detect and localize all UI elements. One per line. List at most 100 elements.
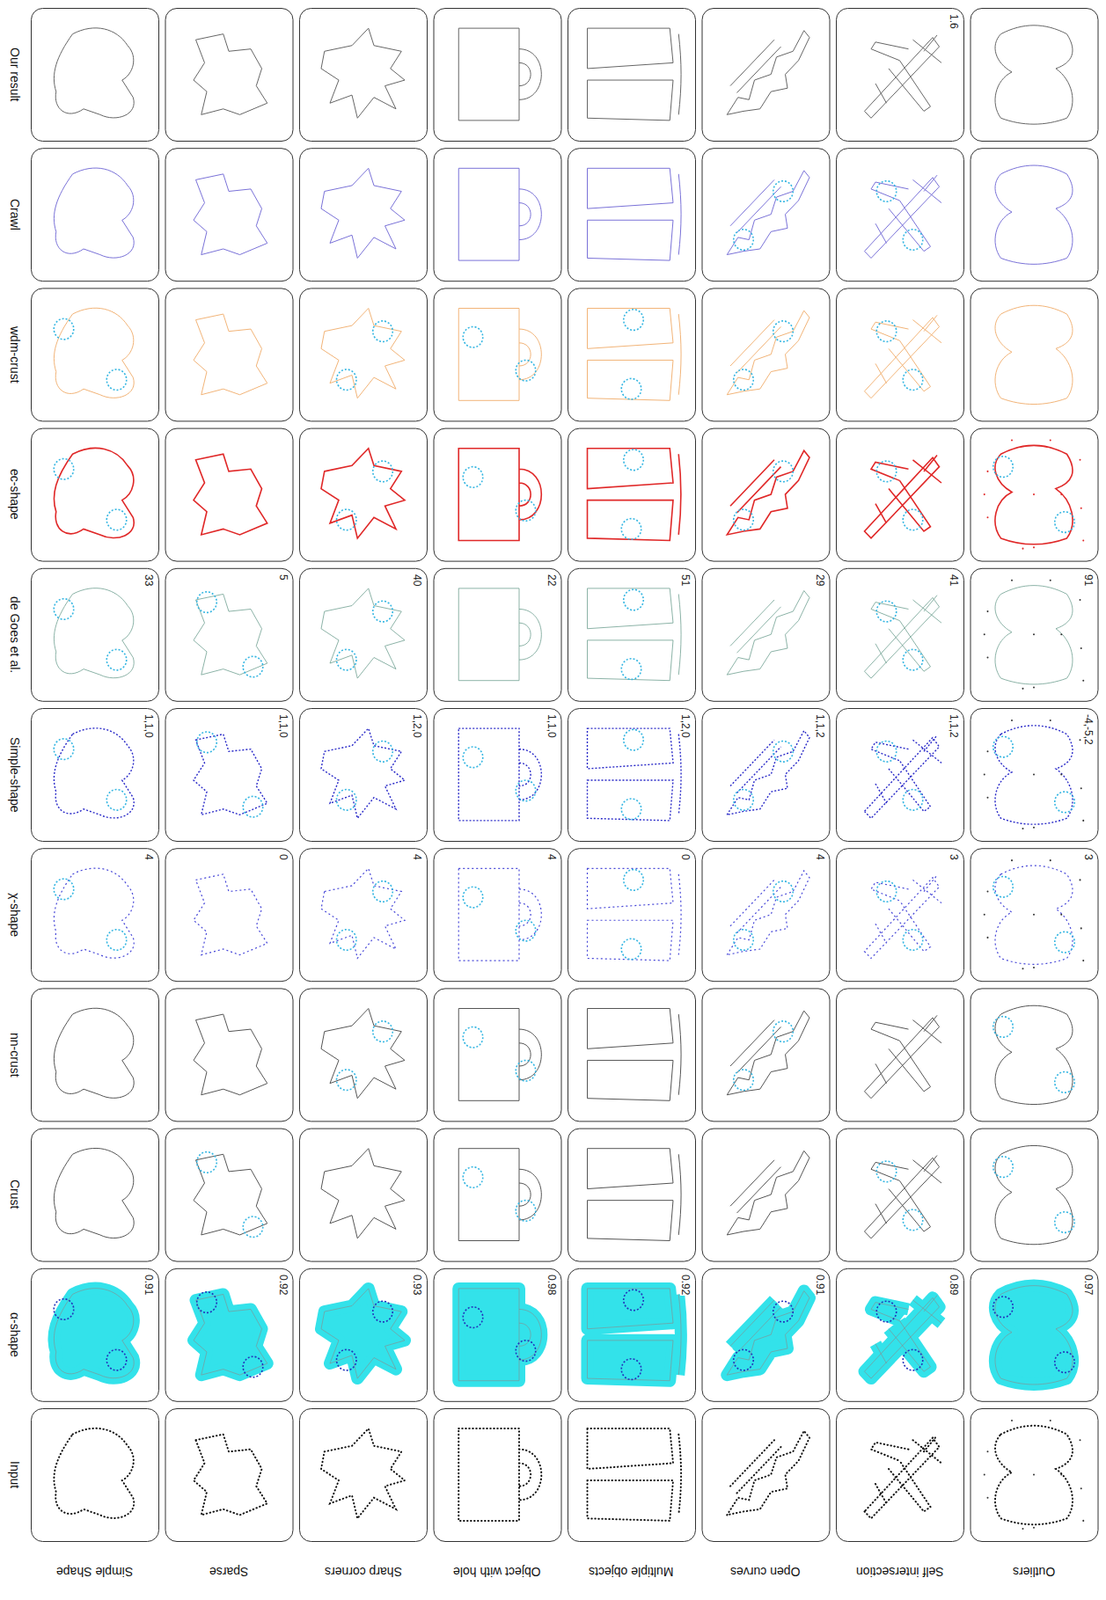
result-panel: 5 bbox=[165, 568, 293, 702]
panel-frame bbox=[165, 1268, 293, 1402]
panel-frame bbox=[970, 8, 1099, 142]
score-number: 1,1,0 bbox=[546, 713, 557, 740]
curve-reconstruction bbox=[53, 728, 134, 819]
highlight-circle bbox=[336, 509, 358, 531]
highlight-circle bbox=[242, 1216, 264, 1238]
result-panel: 0.91 bbox=[702, 1268, 830, 1402]
highlight-circle bbox=[515, 1340, 536, 1363]
panel-frame bbox=[433, 849, 562, 982]
panel-frame bbox=[970, 568, 1099, 702]
curve-reconstruction bbox=[864, 1435, 943, 1519]
curve-reconstruction bbox=[193, 1292, 268, 1378]
panel-frame bbox=[836, 428, 965, 562]
curve-reconstruction bbox=[587, 588, 682, 682]
score-number: 0.89 bbox=[948, 1274, 960, 1297]
curve-reconstruction bbox=[864, 875, 943, 959]
highlight-circle bbox=[462, 1167, 484, 1189]
panel-frame bbox=[568, 428, 696, 562]
highlight-circle bbox=[733, 509, 755, 531]
curve-reconstruction bbox=[193, 454, 268, 535]
panel-frame bbox=[568, 988, 696, 1122]
panel-frame bbox=[31, 428, 160, 562]
curve-reconstruction bbox=[193, 1152, 268, 1238]
result-panel: 0.92 bbox=[165, 1268, 293, 1402]
curve-reconstruction bbox=[864, 1296, 943, 1379]
highlight-circle bbox=[621, 378, 642, 400]
panel-frame bbox=[433, 288, 562, 422]
curve-reconstruction bbox=[726, 1291, 810, 1377]
panel-frame bbox=[165, 148, 293, 282]
highlight-circle bbox=[621, 798, 642, 821]
curve-reconstruction bbox=[995, 165, 1073, 264]
highlight-circle bbox=[515, 1201, 536, 1223]
highlight-circle bbox=[993, 456, 1014, 478]
result-panel: 0.92 bbox=[567, 1268, 696, 1402]
result-panel: 0.98 bbox=[433, 1268, 562, 1402]
result-panel: 4 bbox=[702, 848, 830, 982]
highlight-circle bbox=[373, 461, 394, 483]
result-panel: -4,-5,2 bbox=[970, 708, 1099, 842]
panel-frame bbox=[300, 849, 428, 982]
highlight-circle bbox=[515, 920, 536, 942]
panel-frame bbox=[31, 988, 160, 1122]
highlight-circle bbox=[106, 509, 127, 531]
panel-frame bbox=[31, 1128, 160, 1262]
shape-label: Self intersection bbox=[856, 1566, 945, 1579]
highlight-circle bbox=[1054, 512, 1076, 534]
curve-reconstruction bbox=[458, 1149, 542, 1242]
highlight-circle bbox=[993, 1017, 1014, 1039]
highlight-circle bbox=[336, 1069, 358, 1092]
highlight-circle bbox=[1054, 791, 1076, 814]
shape-label: Simple Shape bbox=[56, 1566, 133, 1579]
highlight-circle bbox=[902, 369, 923, 391]
highlight-circle bbox=[623, 1289, 645, 1312]
result-panel: 40 bbox=[299, 568, 427, 702]
highlight-circle bbox=[336, 790, 358, 812]
shape-label: Outliers bbox=[1012, 1566, 1055, 1579]
curve-reconstruction bbox=[864, 1156, 943, 1239]
panel-frame bbox=[836, 1268, 965, 1402]
highlight-circle bbox=[515, 500, 536, 522]
highlight-circle bbox=[515, 780, 536, 802]
panel-frame bbox=[568, 1268, 696, 1402]
curve-reconstruction bbox=[458, 728, 542, 821]
panel-frame bbox=[568, 568, 696, 702]
panel-frame bbox=[165, 709, 293, 843]
highlight-circle bbox=[242, 1356, 264, 1378]
panel-frame bbox=[300, 428, 428, 562]
highlight-circle bbox=[773, 1301, 794, 1323]
curve-reconstruction bbox=[53, 1008, 134, 1099]
panel-frame bbox=[165, 8, 293, 142]
curve-reconstruction bbox=[587, 168, 682, 261]
method-label: Input bbox=[8, 1461, 22, 1489]
highlight-circle bbox=[515, 359, 536, 381]
panel-frame bbox=[31, 288, 160, 422]
highlight-circle bbox=[106, 369, 127, 391]
result-panel: 91 bbox=[970, 568, 1099, 702]
highlight-circle bbox=[902, 229, 923, 251]
panel-frame bbox=[836, 988, 965, 1122]
score-number: 3 bbox=[948, 853, 960, 862]
panel-frame bbox=[433, 568, 562, 702]
result-panel: 22 bbox=[433, 568, 562, 702]
score-number: 1,2,0 bbox=[680, 713, 691, 740]
curve-reconstruction bbox=[53, 1428, 134, 1519]
highlight-circle bbox=[53, 458, 74, 480]
curve-reconstruction bbox=[458, 1009, 542, 1102]
curve-reconstruction bbox=[983, 579, 1085, 690]
highlight-circle bbox=[623, 589, 645, 611]
shape-label: Object with hole bbox=[453, 1566, 542, 1579]
score-number: 41 bbox=[948, 573, 960, 587]
result-panel: 0 bbox=[567, 848, 696, 982]
method-label: α-shape bbox=[8, 1312, 22, 1358]
method-label: nn-crust bbox=[8, 1032, 22, 1078]
highlight-circle bbox=[993, 1157, 1014, 1179]
score-number: 0.92 bbox=[278, 1274, 289, 1297]
curve-reconstruction bbox=[864, 175, 943, 258]
curve-reconstruction bbox=[458, 448, 542, 542]
highlight-circle bbox=[336, 930, 358, 952]
highlight-circle bbox=[373, 1021, 394, 1043]
result-panel: 0.97 bbox=[970, 1268, 1099, 1402]
panel-frame bbox=[165, 288, 293, 422]
panel-frame bbox=[836, 849, 965, 982]
